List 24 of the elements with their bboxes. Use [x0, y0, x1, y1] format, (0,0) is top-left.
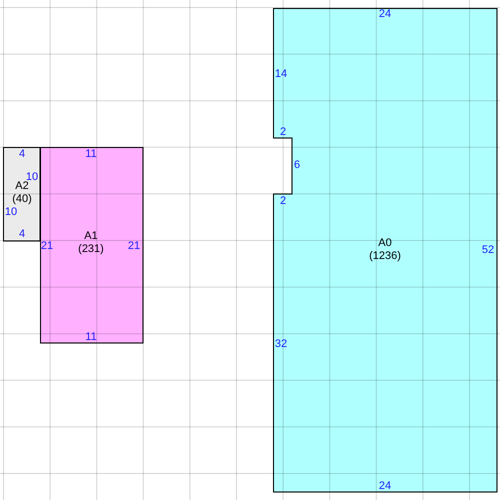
dimension-label: 21: [128, 240, 140, 252]
room-name: A2: [14, 180, 29, 193]
dimension-label: 4: [18, 148, 26, 160]
area-value: (1236): [369, 250, 401, 263]
room-name: A0: [377, 237, 393, 250]
dimension-label: 4: [18, 228, 26, 240]
dimension-label: 24: [378, 8, 392, 20]
dimension-label: 32: [274, 338, 288, 350]
dimension-label: 6: [294, 159, 300, 171]
room-area: [40, 147, 144, 344]
dimension-label: 2: [280, 195, 286, 207]
area-value: (231): [78, 243, 104, 256]
room-area: [3, 147, 41, 242]
area-value: (40): [12, 193, 32, 206]
dimension-label: 52: [482, 244, 494, 256]
dimension-label: 10: [4, 206, 18, 218]
room-area: [273, 8, 498, 493]
dimension-label: 21: [40, 240, 54, 252]
dimension-label: 14: [274, 68, 288, 80]
dimension-label: 24: [378, 480, 392, 492]
dimension-label: 11: [85, 331, 97, 343]
room-name: A1: [83, 230, 99, 243]
dimension-label: 2: [280, 126, 286, 138]
dimension-label: 11: [85, 148, 97, 160]
